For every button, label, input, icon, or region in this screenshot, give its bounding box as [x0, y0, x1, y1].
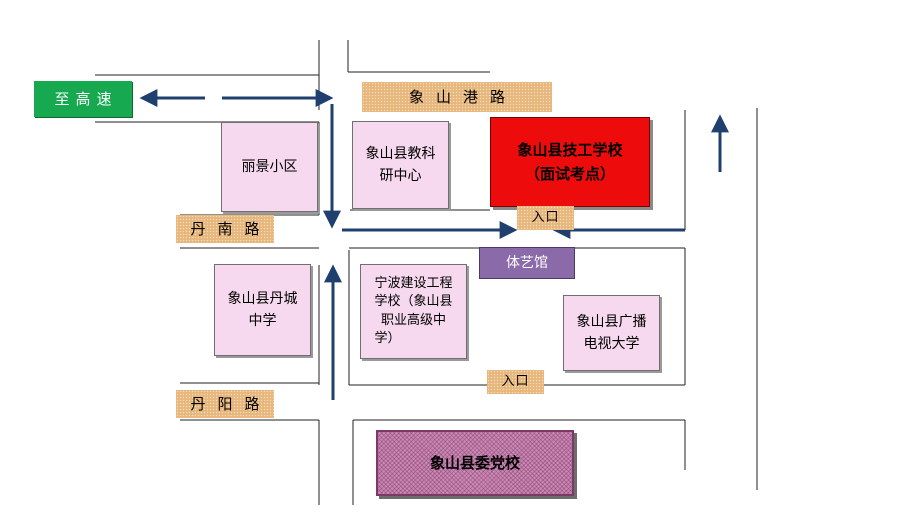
- road-label-danyang: 丹阳路: [176, 390, 274, 418]
- ningbo-line-4: 学）: [374, 330, 401, 346]
- road-label-dannan: 丹南路: [176, 215, 274, 243]
- block-gym: 体艺馆: [479, 247, 575, 279]
- block-tv-university: 象山县广播 电视大学: [563, 295, 660, 371]
- research-line-1: 象山县教科: [365, 145, 436, 162]
- highway-sign: 至高速: [34, 81, 132, 117]
- entrance-bottom: 入口: [487, 370, 544, 394]
- target-school-name: 象山县技工学校: [517, 141, 623, 159]
- block-lijing: 丽景小区: [221, 122, 318, 212]
- tv-university-line-1: 象山县广播: [576, 313, 647, 330]
- route-arrows: [139, 89, 729, 400]
- tv-university-line-2: 电视大学: [583, 336, 640, 352]
- block-research-center: 象山县教科 研中心: [352, 121, 449, 209]
- block-party-school: 象山县委党校: [376, 430, 574, 496]
- entrance-top: 入口: [517, 206, 574, 230]
- target-school: 象山县技工学校 （面试考点）: [490, 117, 650, 207]
- ningbo-line-3: 职业高级中: [380, 312, 446, 328]
- block-ningbo-construction-school: 宁波建设工程 学校（象山县 职业高级中 学）: [360, 264, 467, 359]
- research-line-2: 研中心: [379, 168, 422, 184]
- dancheng-line-1: 象山县丹城: [227, 290, 298, 307]
- ningbo-line-1: 宁波建设工程: [374, 276, 453, 292]
- dancheng-line-2: 中学: [248, 313, 277, 329]
- ningbo-line-2: 学校（象山县: [374, 294, 453, 310]
- target-school-note: （面试考点）: [524, 165, 615, 183]
- block-dancheng-middle-school: 象山县丹城 中学: [214, 264, 311, 356]
- road-label-xiangshan-gang: 象山港路: [362, 82, 552, 112]
